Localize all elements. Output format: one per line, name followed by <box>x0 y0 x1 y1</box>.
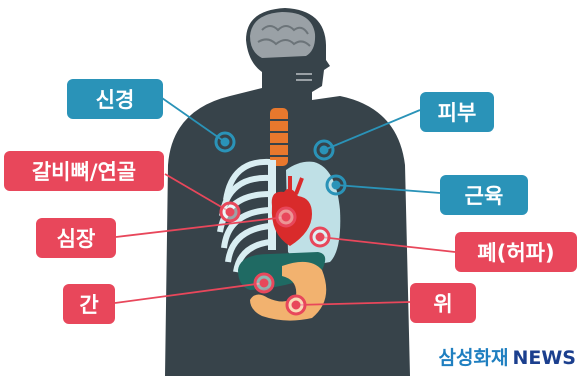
label-nerve: 신경 <box>67 79 163 119</box>
brand-name: 삼성화재 <box>439 347 509 369</box>
label-heart: 심장 <box>36 218 116 258</box>
label-skin: 피부 <box>420 92 494 132</box>
brand-news: NEWS <box>512 347 576 369</box>
label-muscle: 근육 <box>440 175 528 215</box>
brain-icon <box>250 12 315 58</box>
label-liver: 간 <box>63 284 115 324</box>
label-lung: 폐(허파) <box>455 232 577 272</box>
label-stomach: 위 <box>410 283 476 323</box>
spine-icon <box>270 108 288 166</box>
label-rib-cartilage: 갈비뼈/연골 <box>4 151 164 191</box>
